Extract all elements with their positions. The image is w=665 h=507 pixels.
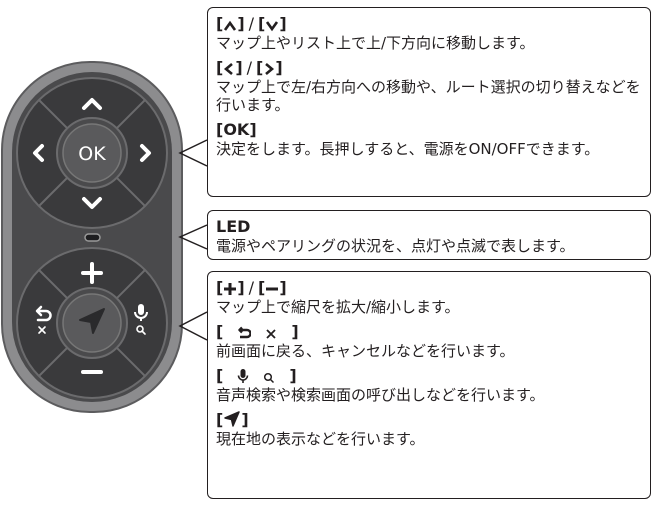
mic-icon [134, 304, 148, 321]
head-ok: [OK] [216, 120, 257, 139]
desc-zoom: マップ上で縮尺を拡大/縮小します。 [216, 298, 460, 316]
search-icon [264, 372, 275, 384]
desc-led: 電源やペアリングの状況を、点灯や点滅で表します。 [216, 237, 575, 255]
head-location: [] [216, 410, 249, 429]
plus-icon [81, 262, 103, 284]
desc-voice: 音声検索や検索画面の呼び出しなどを行います。 [216, 386, 545, 404]
head-voice: [] [216, 366, 297, 385]
head-led: LED [216, 217, 251, 236]
dpad-upper: OK [16, 77, 168, 229]
chevron-up-icon [224, 20, 237, 31]
chevron-down-icon [266, 21, 279, 32]
back-icon [35, 305, 52, 322]
desc-ok: 決定をします。長押しすると、電源をON/OFFできます。 [216, 140, 600, 158]
callout-lower-buttons: []/[] マップ上で縮尺を拡大/縮小します。 [] 前画面に戻る、キャンセルな… [207, 271, 651, 499]
head-back: [] [216, 322, 299, 341]
callout-led: LED 電源やペアリングの状況を、点灯や点滅で表します。 [207, 210, 651, 260]
desc-back: 前画面に戻る、キャンセルなどを行います。 [216, 342, 515, 360]
head-up-down: []/[] [216, 14, 287, 33]
back-icon [238, 326, 252, 339]
led-indicator [84, 233, 101, 242]
close-icon [38, 326, 46, 334]
remote-control: OK [1, 61, 183, 413]
chevron-right-icon [140, 144, 151, 162]
chevron-down-icon [82, 197, 102, 209]
ok-label: OK [78, 143, 106, 165]
chevron-up-icon [82, 98, 102, 110]
minus-icon [266, 287, 279, 291]
mic-icon [238, 369, 249, 383]
dpad-lower [16, 247, 168, 399]
head-zoom: []/[] [216, 278, 287, 297]
desc-up-down: マップ上やリスト上で上/下方向に移動します。 [216, 34, 535, 52]
chevron-left-icon [33, 144, 44, 162]
head-left-right: []/[] [216, 58, 283, 77]
ok-button[interactable] [62, 123, 122, 183]
chevron-left-icon [224, 63, 234, 75]
desc-left-right: マップ上で左/右方向への移動や、ルート選択の切り替えなどを行います。 [216, 78, 641, 114]
desc-location: 現在地の表示などを行います。 [216, 430, 425, 448]
search-icon [136, 325, 146, 335]
navigation-arrow-icon [79, 308, 105, 334]
callout-dpad: []/[] マップ上やリスト上で上/下方向に移動します。 []/[] マップ上で… [207, 7, 651, 197]
close-icon [266, 329, 276, 339]
navigation-arrow-icon [224, 411, 241, 427]
chevron-right-icon [265, 63, 275, 75]
plus-icon [224, 283, 237, 295]
